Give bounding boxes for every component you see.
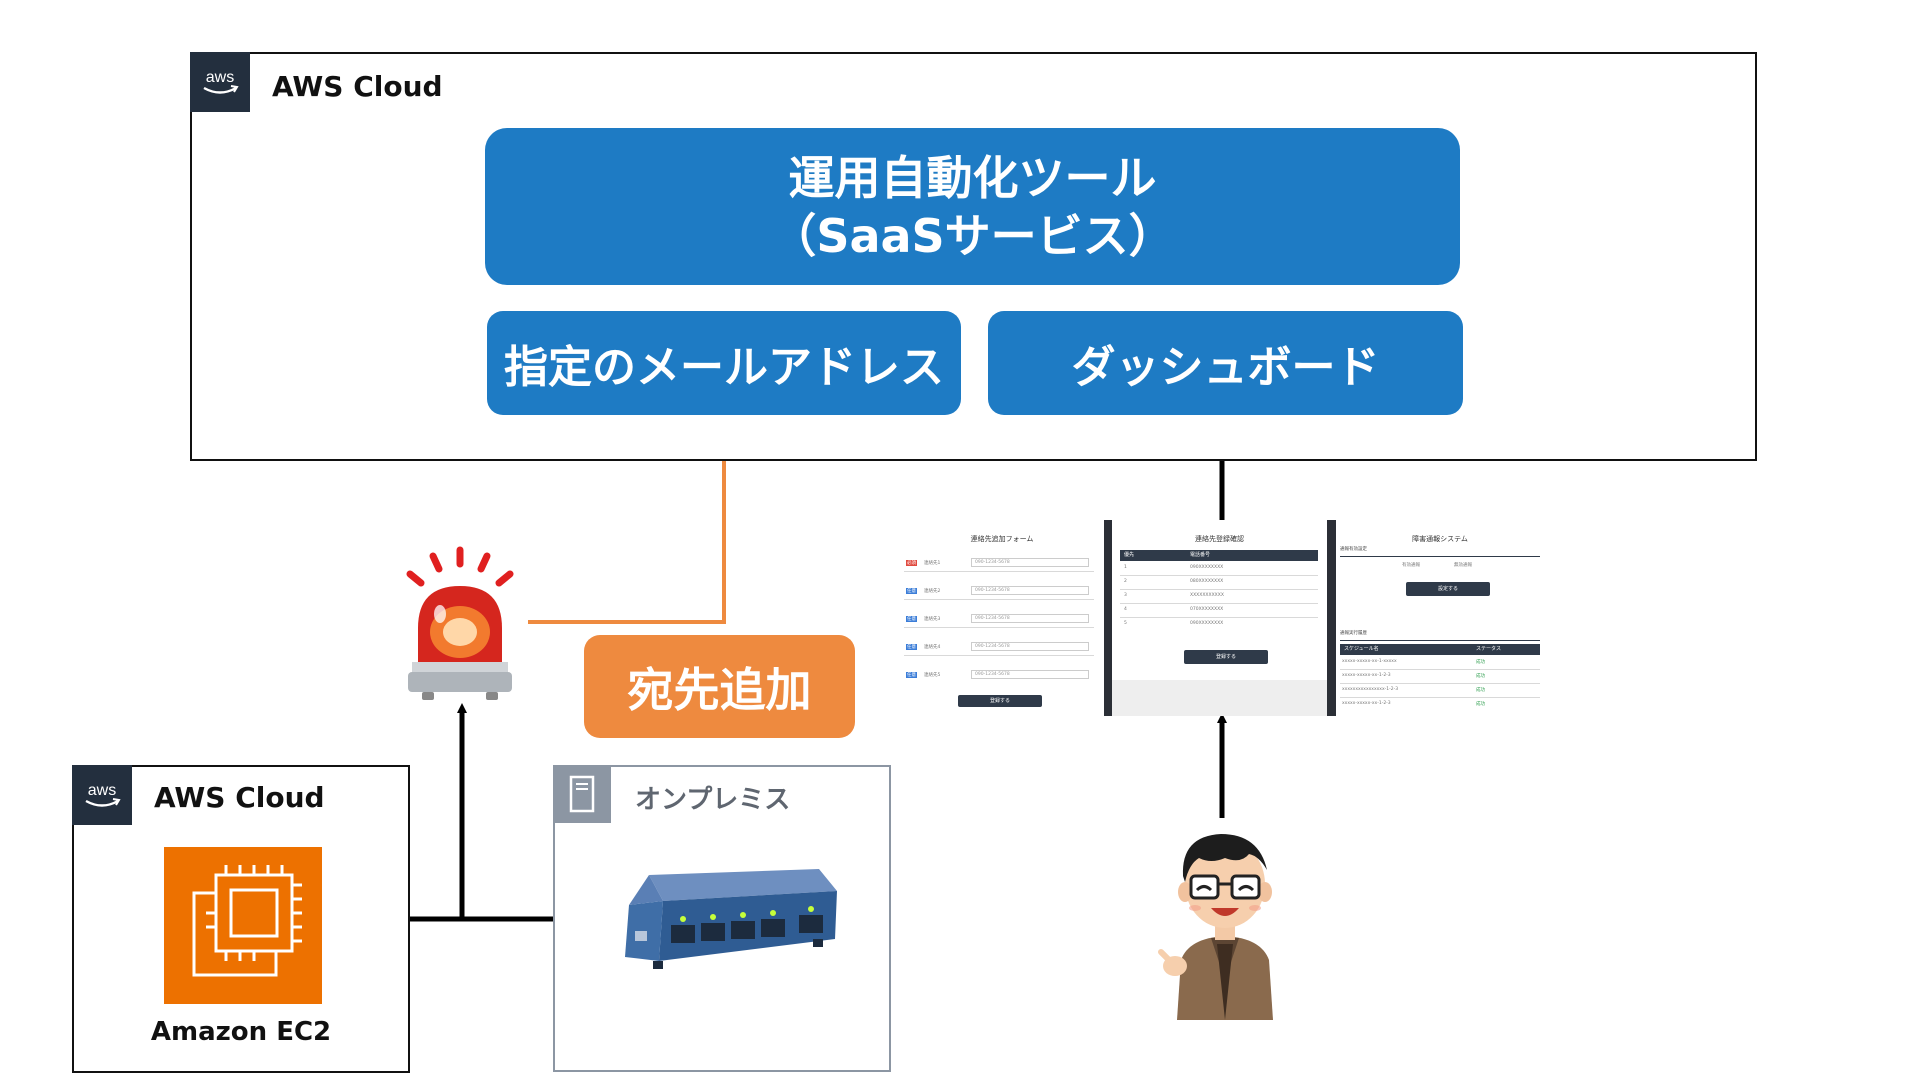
server-icon (569, 775, 595, 813)
system-option-disable[interactable]: 無効通報 (1454, 563, 1472, 568)
form-input-3: 090-1234-5678 (971, 614, 1089, 623)
ec2-label: Amazon EC2 (150, 1017, 332, 1047)
system-header-status: ステータス (1476, 646, 1502, 652)
form-tag-1: 必須 (906, 560, 917, 566)
aws-badge-main: aws (190, 52, 250, 112)
system-row-3-name: xxxxxxxxxxxxxxxx-1-2-3 (1342, 687, 1399, 692)
operator-person-icon (1158, 834, 1273, 1020)
form-field-1: 連絡先1 (924, 561, 941, 566)
list-row-3-priority: 3 (1124, 593, 1127, 598)
list-row-3-phone: XXXXXXXXXXX (1190, 593, 1224, 598)
form-field-2: 連絡先2 (924, 589, 941, 594)
form-input-4: 090-1234-5678 (971, 642, 1089, 651)
aws-logo-icon-small: aws (85, 782, 121, 807)
form-title: 連絡先追加フォーム (970, 535, 1034, 543)
dashboard-box: ダッシュボード (988, 311, 1463, 415)
system-section2: 通報実行履歴 (1340, 631, 1367, 636)
form-input-5: 090-1234-5678 (971, 670, 1089, 679)
system-row-4-name: xxxxx-xxxxx-xx-1-2-3 (1342, 701, 1391, 706)
form-tag-5: 任意 (906, 672, 917, 678)
aws-logo-icon: aws (203, 69, 239, 94)
svg-text:aws: aws (206, 69, 234, 86)
system-row-1-status: 成功 (1476, 660, 1485, 665)
form-input-2: 090-1234-5678 (971, 586, 1089, 595)
aws-cloud-title-main: AWS Cloud (272, 70, 443, 103)
system-row-2-status: 成功 (1476, 674, 1485, 679)
aws-badge-small: aws (72, 765, 132, 825)
list-row-4-phone: 070XXXXXXXX (1190, 607, 1224, 612)
onprem-badge (553, 765, 611, 823)
list-header: 優先 電話番号 (1120, 550, 1318, 561)
system-row-2-name: xxxxx-xxxxx-xx-1-2-3 (1342, 673, 1391, 678)
form-field-5: 連絡先5 (924, 673, 941, 678)
list-row-5-phone: 090XXXXXXXX (1190, 621, 1224, 626)
system-set-button[interactable]: 設定する (1406, 582, 1490, 596)
saas-tool-box: 運用自動化ツール （SaaSサービス） (485, 128, 1460, 285)
system-option-enable[interactable]: 有効通報 (1402, 563, 1420, 568)
list-row-5-priority: 5 (1124, 621, 1127, 626)
list-row-2-phone: 080XXXXXXXX (1190, 579, 1224, 584)
svg-text:aws: aws (88, 782, 116, 799)
alarm-light-icon (406, 546, 514, 700)
ec2-chip-icon (164, 847, 322, 1004)
add-destination-box: 宛先追加 (584, 635, 855, 738)
system-row-4-status: 成功 (1476, 702, 1485, 707)
system-table-header: スケジュール名 ステータス (1340, 644, 1540, 655)
dashboard-screens: 連絡先追加フォーム 必須 連絡先1 090-1234-5678 任意 連絡先2 … (904, 520, 1544, 716)
list-footer (1112, 680, 1327, 716)
mail-notify-arrow (528, 411, 731, 624)
list-row-4-priority: 4 (1124, 607, 1127, 612)
form-submit-button[interactable]: 登録する (958, 695, 1042, 707)
system-section1: 通報有効設定 (1340, 547, 1367, 552)
list-submit-button[interactable]: 登録する (1184, 650, 1268, 664)
screen-divider-2 (1327, 520, 1336, 716)
add-destination-label: 宛先追加 (627, 662, 812, 717)
list-header-phone: 電話番号 (1190, 552, 1211, 558)
screen-contact-form: 連絡先追加フォーム 必須 連絡先1 090-1234-5678 任意 連絡先2 … (904, 520, 1100, 716)
system-header-schedule: スケジュール名 (1344, 646, 1379, 652)
onprem-title: オンプレミス (635, 785, 791, 815)
dashboard-label: ダッシュボード (1071, 342, 1380, 393)
system-title: 障害通報システム (1412, 535, 1468, 543)
form-tag-3: 任意 (906, 616, 917, 622)
form-field-3: 連絡先3 (924, 617, 941, 622)
designated-mail-box: 指定のメールアドレス (487, 311, 961, 415)
saas-tool-line2: （SaaSサービス） (770, 208, 1175, 263)
system-row-1-name: xxxxx-xxxxx-xx-1-xxxxx (1342, 659, 1397, 664)
onprem-group: オンプレミス (553, 765, 891, 1072)
list-title: 連絡先登録確認 (1195, 535, 1244, 543)
screen-contact-list: 連絡先登録確認 優先 電話番号 1 090XXXXXXXX 2 080XXXXX… (1112, 520, 1327, 716)
list-header-priority: 優先 (1124, 552, 1135, 558)
aws-cloud-group-small: aws AWS Cloud Amazon EC2 (72, 765, 410, 1073)
list-row-1-phone: 090XXXXXXXX (1190, 565, 1224, 570)
screen-alert-system: 障害通報システム 通報有効設定 有効通報 無効通報 設定する 通報実行履歴 スケ… (1336, 520, 1544, 716)
list-row-1-priority: 1 (1124, 565, 1127, 570)
form-tag-4: 任意 (906, 644, 917, 650)
network-switch-icon (625, 869, 837, 969)
form-input-1: 090-1234-5678 (971, 558, 1089, 567)
list-row-2-priority: 2 (1124, 579, 1127, 584)
screen-divider-1 (1104, 520, 1112, 716)
aws-cloud-title-small: AWS Cloud (154, 781, 325, 814)
form-field-4: 連絡先4 (924, 645, 941, 650)
form-tag-2: 任意 (906, 588, 917, 594)
saas-tool-line1: 運用自動化ツール (788, 150, 1157, 205)
system-row-3-status: 成功 (1476, 688, 1485, 693)
designated-mail-label: 指定のメールアドレス (504, 342, 944, 393)
